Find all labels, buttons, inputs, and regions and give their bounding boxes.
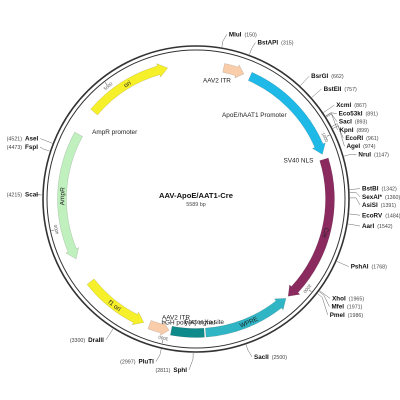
site-aari: AarI(1542): [362, 223, 393, 230]
site-leader-line: [343, 154, 357, 157]
site-leader-line: [39, 146, 50, 152]
feature-itr-left: [222, 63, 245, 79]
site-leader-line: [155, 348, 162, 362]
backbone-outer-circle: [42, 45, 350, 353]
site-leader-line: [336, 261, 349, 267]
site-eco53ki: Eco53kI(891): [339, 110, 378, 117]
site-bstapi: BstAPI(315): [257, 40, 293, 47]
tick-mark: [104, 82, 108, 85]
site-kpni: KpnI(899): [339, 127, 369, 134]
site-bsrgi: BsrGI(662): [311, 73, 344, 80]
label-ampr-promoter: AmpR promoter: [92, 129, 138, 136]
site-leader-line: [349, 213, 361, 216]
tick-mark: [51, 229, 55, 231]
site-leader-line: [40, 138, 53, 144]
site-leader-line: [332, 125, 345, 147]
site-leader-line: [349, 197, 361, 206]
tick-mark: [308, 289, 312, 293]
site-bstbi: BstBI(1342): [362, 186, 397, 193]
site-leader-line: [349, 192, 361, 197]
site-leader-line: [325, 112, 337, 117]
plasmid-size: 5589 bp: [186, 202, 206, 208]
site-agei: AgeI(974): [346, 143, 375, 150]
tick-label: 1000: [321, 132, 330, 144]
feature-polya: [170, 326, 205, 338]
site-mlui: MluI(150): [229, 31, 257, 38]
site-fspi: (4473)FspI: [7, 144, 39, 151]
site-saci: SacI(893): [339, 119, 368, 126]
site-leader-line: [318, 291, 330, 307]
site-sphi: (2811)SphI: [155, 367, 187, 374]
site-leader-line: [300, 76, 310, 86]
site-draiii: (3300)DraIII: [70, 337, 104, 344]
site-leader-line: [317, 293, 328, 315]
tick-label: 3000: [157, 334, 168, 341]
tick-label: 2000: [302, 283, 312, 294]
feature-label-promoter: ApoE/hAAT1 Promoter: [222, 112, 287, 119]
site-pmei: PmeI(1986): [330, 312, 364, 319]
site-leader-line: [325, 112, 338, 122]
tick-mark: [326, 134, 330, 137]
feature-ampr: [57, 131, 83, 260]
feature-label-ampr: AmpR: [59, 187, 67, 206]
site-scai: (4215)ScaI: [7, 192, 39, 199]
feature-itr-right: [147, 320, 170, 336]
site-leader-line: [319, 290, 331, 299]
feature-ori: [90, 63, 169, 116]
site-mfei: MfeI(1971): [331, 304, 362, 311]
site-leader-line: [188, 352, 194, 370]
site-layer: MluI(150)BstAPI(315) BsrGI(662) BstEII(757…: [7, 31, 400, 374]
plasmid-name: AAV-ApoE/AAT1-Cre: [159, 191, 233, 200]
site-leader-line: [105, 328, 114, 340]
site-leader-line: [221, 34, 228, 48]
site-pluti: (2997)PluTI: [120, 359, 154, 366]
site-pshai: PshAI(1768): [351, 264, 387, 271]
site-leader-line: [331, 123, 344, 139]
site-leader-line: [249, 42, 256, 55]
site-sexai: SexAI*(1360): [362, 194, 400, 201]
feature-label-cre: Cre: [320, 227, 330, 239]
tick-label: 5000: [103, 81, 114, 91]
site-ecori: EcoRI(961): [345, 135, 378, 142]
feature-label-polya: bGH poly(A) signal: [161, 319, 215, 326]
site-nrui: NruI(1147): [358, 151, 389, 158]
feature-promoter: [248, 72, 326, 155]
site-leader-line: [349, 188, 361, 190]
site-sacii: SacII(2500): [254, 354, 287, 361]
site-xhoi: XhoI(1965): [332, 295, 364, 302]
backbone-layer: [42, 45, 350, 353]
feature-label-itr-right: AAV2 ITR: [162, 315, 190, 322]
site-xcmi: XcmI(867): [336, 102, 367, 109]
site-asei: (4521)AseI: [7, 136, 39, 143]
label-sv40-nls: SV40 NLS: [283, 157, 313, 164]
site-ecorv: EcoRV(1484): [362, 212, 400, 219]
site-asisi: AsiSI(1391): [362, 202, 396, 209]
site-leader-line: [245, 344, 253, 358]
feature-f1ori: [86, 278, 145, 326]
site-leader-line: [323, 105, 335, 113]
feature-cre: [287, 157, 335, 297]
center-label: AAV-ApoE/AAT1-Cre 5589 bp: [159, 191, 233, 208]
tick-label: 4000: [53, 224, 60, 235]
feature-wpre: [205, 298, 287, 338]
tick-layer: 1000 2000 3000 4000 5000: [51, 81, 330, 344]
site-leader-line: [311, 88, 322, 98]
feature-label-itr-left: AAV2 ITR: [203, 78, 231, 85]
site-leader-line: [347, 223, 361, 227]
label-factor-xa: Factor Xa site: [185, 319, 225, 326]
backbone-inner-circle: [46, 49, 346, 349]
tick-mark: [161, 340, 164, 344]
site-bsteii: BstEII(757): [324, 86, 357, 93]
